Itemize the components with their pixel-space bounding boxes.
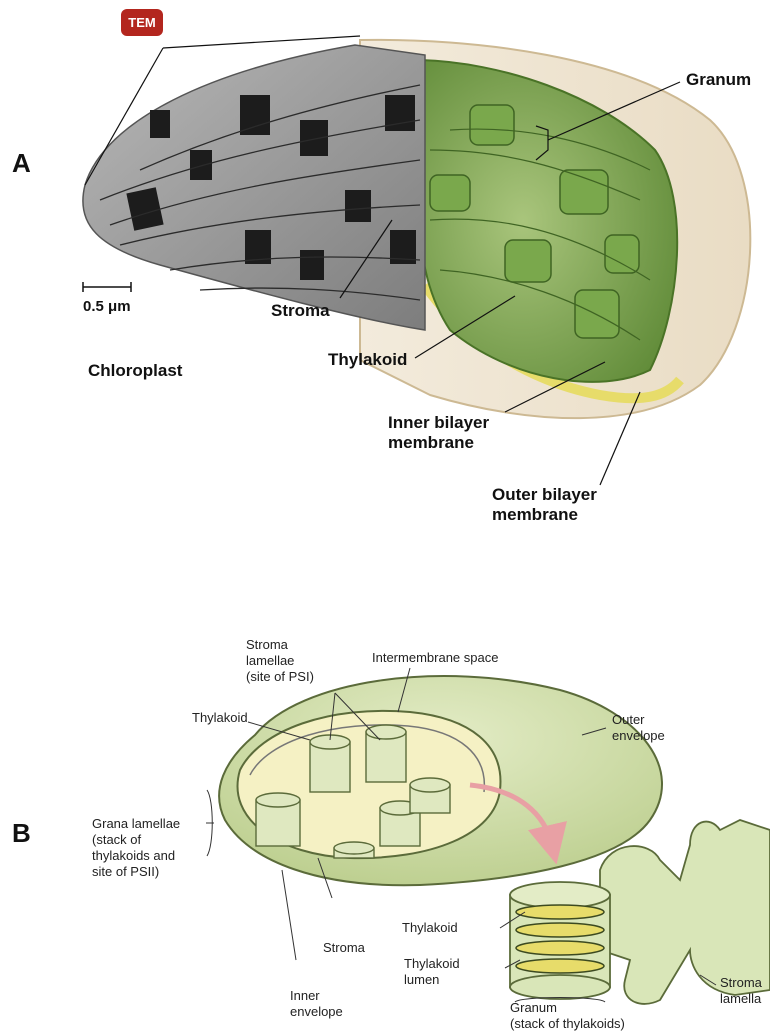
- panel-b-illustration: [219, 676, 770, 1004]
- scale-bar: [83, 282, 131, 292]
- grana-lamellae-label-1: Grana lamellae: [92, 816, 180, 832]
- tem-badge: TEM: [121, 9, 163, 36]
- thylakoid-lumen-label-2: lumen: [404, 972, 439, 988]
- inner-membrane-label-2: membrane: [388, 432, 474, 453]
- granum-label: Granum: [686, 69, 751, 90]
- intermembrane-label: Intermembrane space: [372, 650, 498, 666]
- stroma-lamellae-label-1: Stroma: [246, 637, 288, 653]
- thylakoid-lumen-label-1: Thylakoid: [404, 956, 460, 972]
- outer-membrane-label-2: membrane: [492, 504, 578, 525]
- outer-membrane-label-1: Outer bilayer: [492, 484, 597, 505]
- inner-envelope-label-2: envelope: [290, 1004, 343, 1020]
- grana-lamellae-label-2: (stack of: [92, 832, 141, 848]
- stroma-b-label: Stroma: [323, 940, 365, 956]
- thylakoid-top-label: Thylakoid: [192, 710, 248, 726]
- panel-b-letter: B: [12, 818, 31, 849]
- stroma-lamella-right-label-1: Stroma: [720, 975, 770, 991]
- b-granum-zoom: [510, 882, 610, 999]
- outer-envelope-label-1: Outer: [612, 712, 645, 728]
- panel-a-illustration: [83, 40, 750, 418]
- stroma-label: Stroma: [271, 300, 330, 321]
- panel-a-letter: A: [12, 148, 31, 179]
- inner-envelope-label-1: Inner: [290, 988, 320, 1004]
- granum-b-label-1: Granum: [510, 1000, 557, 1016]
- scale-bar-label: 0.5 μm: [83, 296, 131, 317]
- outer-envelope-label-2: envelope: [612, 728, 665, 744]
- grana-lamellae-label-3: thylakoids and: [92, 848, 175, 864]
- thylakoid-label: Thylakoid: [328, 349, 407, 370]
- grana-lamellae-label-4: site of PSII): [92, 864, 159, 880]
- thylakoid-zoom-label: Thylakoid: [402, 920, 458, 936]
- stroma-lamella-right-label-2: lamella: [720, 991, 770, 1007]
- inner-membrane-label-1: Inner bilayer: [388, 412, 489, 433]
- granum-b-label-2: (stack of thylakoids): [510, 1016, 625, 1032]
- stroma-lamellae-label-3: (site of PSI): [246, 669, 314, 685]
- stroma-lamellae-label-2: lamellae: [246, 653, 294, 669]
- chloroplast-title: Chloroplast: [88, 360, 182, 381]
